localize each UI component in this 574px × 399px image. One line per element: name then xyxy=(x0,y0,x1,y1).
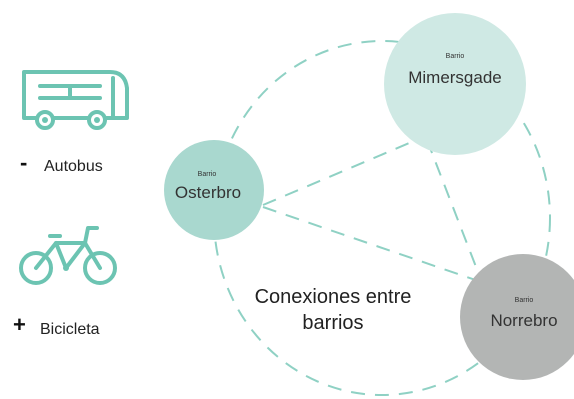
connector-osterbro-mimersgade xyxy=(262,129,441,206)
caption-line-1: Conexiones entre xyxy=(254,286,412,308)
node-mimersgade: Barrio Mimersgade xyxy=(384,13,526,155)
node-norrebro-name: Norrebro xyxy=(490,311,557,330)
node-norrebro-small: Barrio xyxy=(515,297,534,304)
bus-label: Autobus xyxy=(44,158,103,175)
connector-osterbro-norrebro xyxy=(262,206,491,286)
node-mimersgade-name: Mimersgade xyxy=(408,68,502,87)
node-osterbro-small: Barrio xyxy=(198,171,217,178)
caption-line-2: barrios xyxy=(302,312,364,334)
node-norrebro: Barrio Norrebro xyxy=(460,254,574,380)
node-mimersgade-small: Barrio xyxy=(446,53,465,60)
bus-sign: - xyxy=(20,150,28,175)
bus-icon xyxy=(22,70,129,130)
connector-mimersgade-norrebro xyxy=(426,139,479,273)
node-osterbro-name: Osterbro xyxy=(175,183,241,202)
bicycle-icon xyxy=(19,226,117,285)
node-osterbro: Barrio Osterbro xyxy=(164,140,264,240)
bike-sign: + xyxy=(13,312,26,337)
diagram-caption: Conexiones entre barrios xyxy=(228,284,438,336)
bike-label: Bicicleta xyxy=(40,321,100,338)
